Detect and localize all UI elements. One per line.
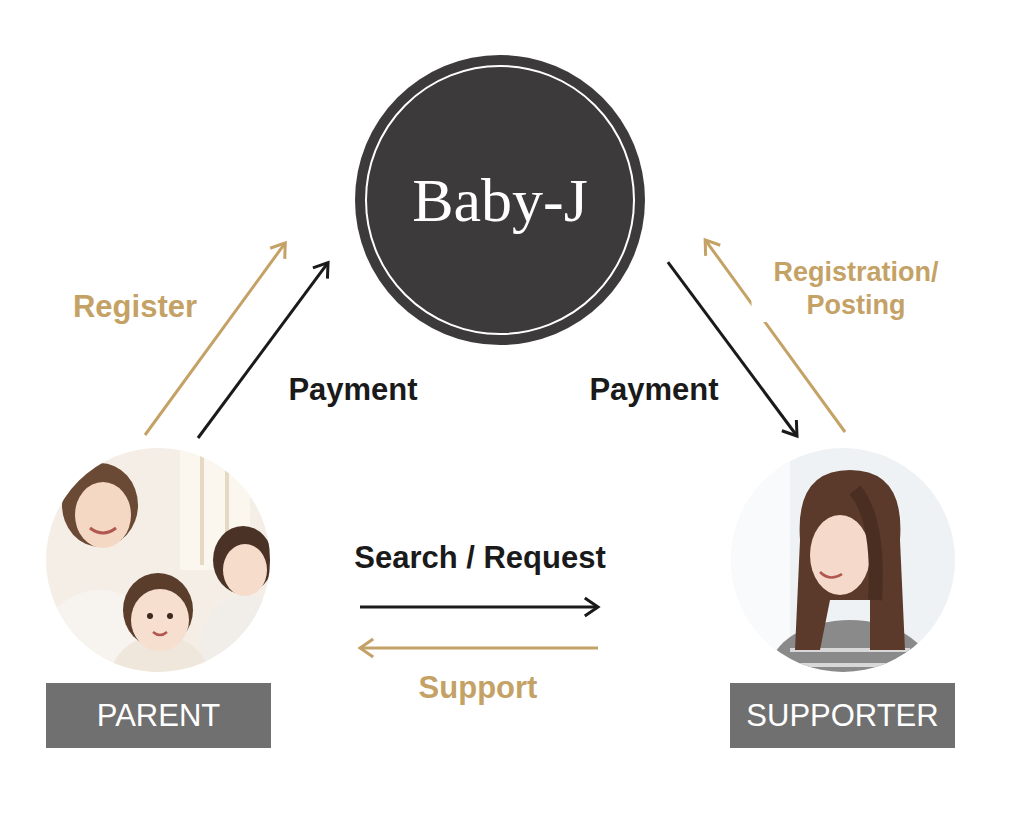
flow-arrow [360, 639, 598, 657]
edge-label: Payment [286, 371, 419, 409]
role-node: PARENT [46, 448, 271, 748]
role-node: SUPPORTER [730, 448, 955, 748]
arrow-head [585, 598, 598, 616]
arrow-head [270, 243, 285, 259]
brand-name: Baby-J [412, 165, 588, 236]
flow-arrow [198, 263, 328, 438]
arrow-head [705, 240, 720, 256]
role-band: PARENT [46, 683, 271, 748]
arrow-line [145, 243, 285, 435]
flow-arrow [145, 243, 285, 435]
edge-label: Support [417, 669, 540, 707]
role-band: SUPPORTER [730, 683, 955, 748]
arrow-line [360, 606, 598, 609]
arrow-head [313, 263, 328, 279]
brand-circle: Baby-J [355, 55, 645, 345]
circle-fill [355, 55, 645, 345]
edge-label: Registration/ Posting [752, 256, 961, 322]
edge-label: Payment [587, 371, 720, 409]
flow-arrow [360, 598, 598, 616]
arrow-head [360, 639, 373, 657]
arrow-line [360, 647, 598, 650]
arrow-head [782, 420, 797, 436]
edge-label: Register [71, 288, 199, 326]
edge-label: Search / Request [352, 539, 608, 577]
arrow-line [198, 263, 328, 438]
circle-ring [366, 66, 634, 334]
